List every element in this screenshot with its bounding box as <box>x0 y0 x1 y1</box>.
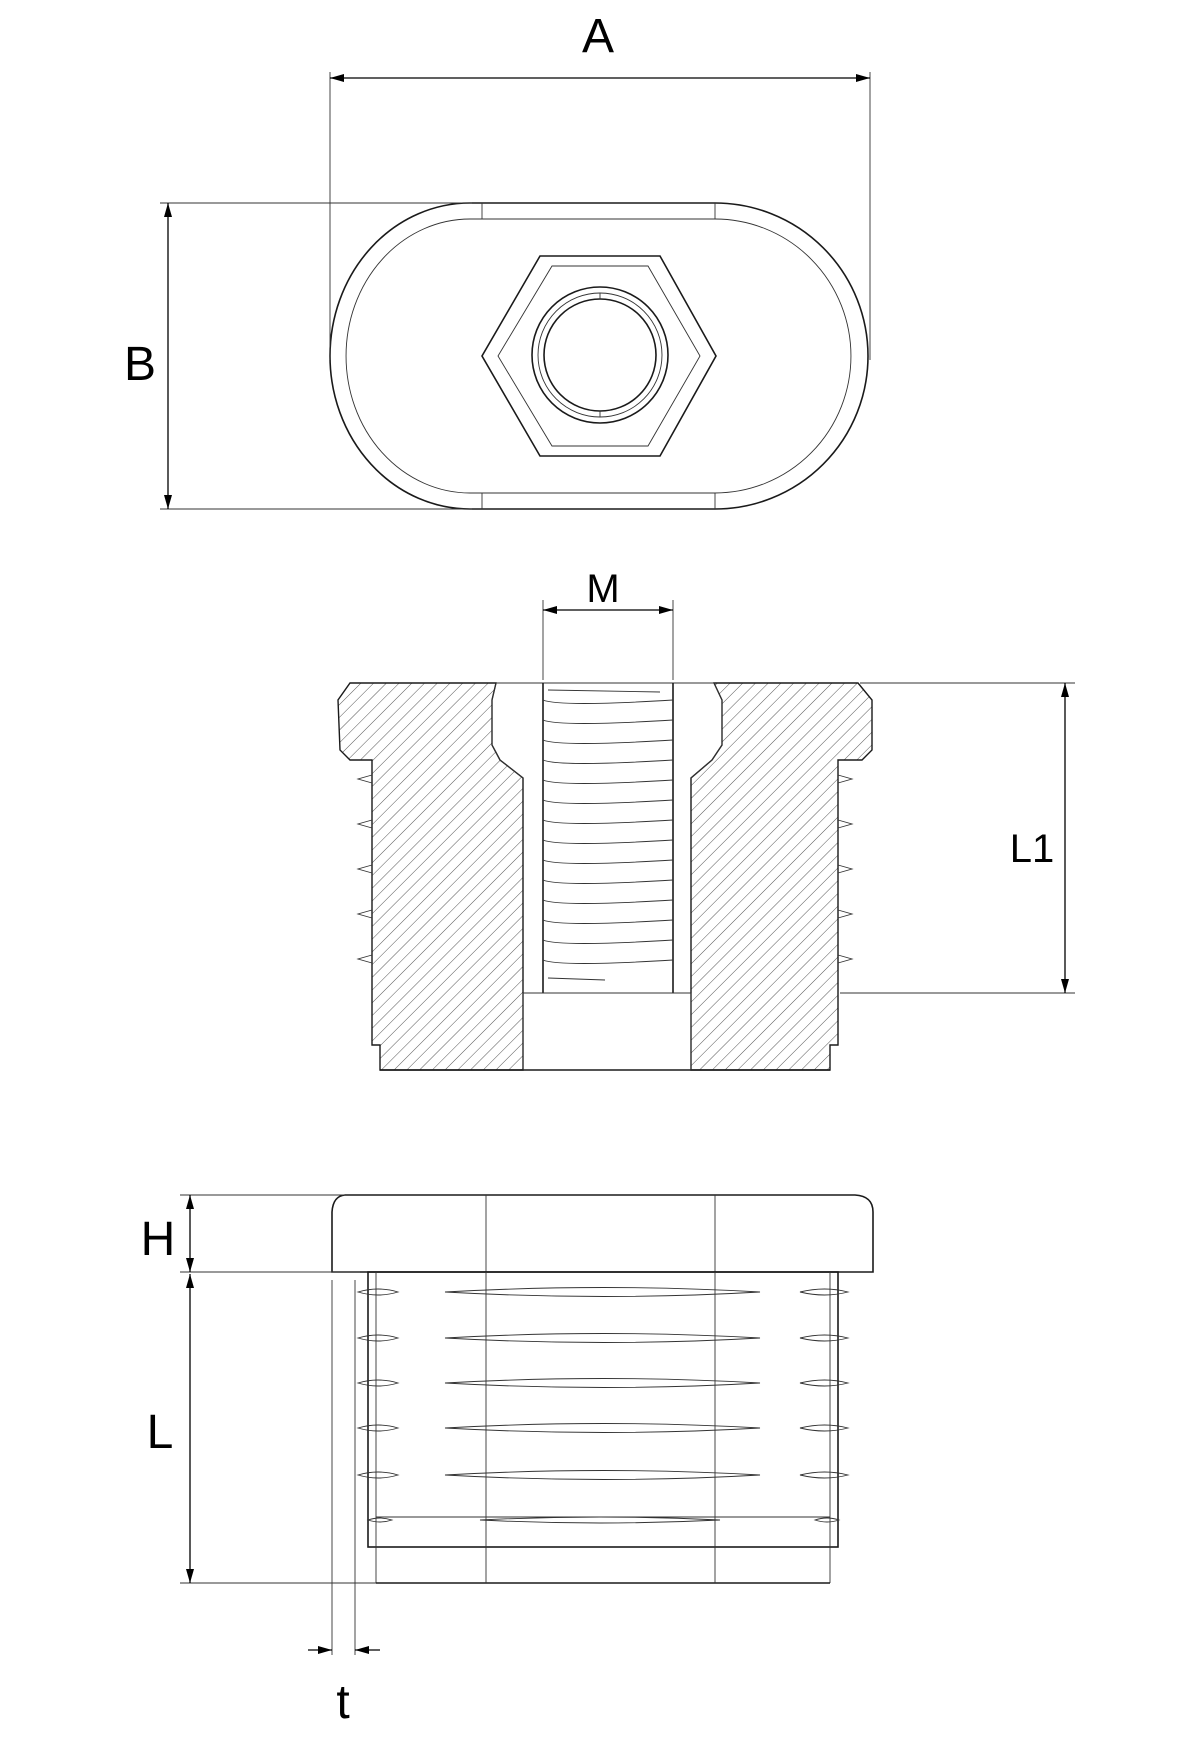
side-view <box>331 1194 874 1584</box>
bore-outer-circle <box>531 286 669 424</box>
label-t: t <box>336 1676 349 1729</box>
label-l1: L1 <box>1010 827 1055 871</box>
label-a: A <box>582 10 614 63</box>
rib-lenses <box>356 1287 850 1524</box>
section-view <box>337 682 873 1071</box>
bore-inner-circle <box>543 298 657 412</box>
dimension-l: L <box>147 1274 376 1584</box>
cap-outline-inner <box>345 218 852 494</box>
thread-lines <box>542 689 674 981</box>
hex-nut-inner <box>497 265 701 447</box>
dimension-a: A <box>329 10 871 360</box>
hex-nut-outline <box>481 255 717 457</box>
dimension-b: B <box>124 202 472 510</box>
label-m: M <box>586 567 619 611</box>
dimension-h: H <box>141 1194 360 1273</box>
section-right-body <box>690 682 873 1071</box>
section-left-body <box>337 682 524 1071</box>
cap-outline-outer <box>329 202 869 510</box>
cap-head <box>331 1194 874 1273</box>
dimension-t: t <box>308 1280 380 1729</box>
dimension-m: M <box>542 567 674 680</box>
label-b: B <box>124 338 156 391</box>
label-h: H <box>141 1213 176 1266</box>
top-view <box>329 202 869 510</box>
dimension-l1: L1 <box>840 682 1075 994</box>
label-l: L <box>147 1406 174 1459</box>
insert-body <box>367 1271 839 1548</box>
